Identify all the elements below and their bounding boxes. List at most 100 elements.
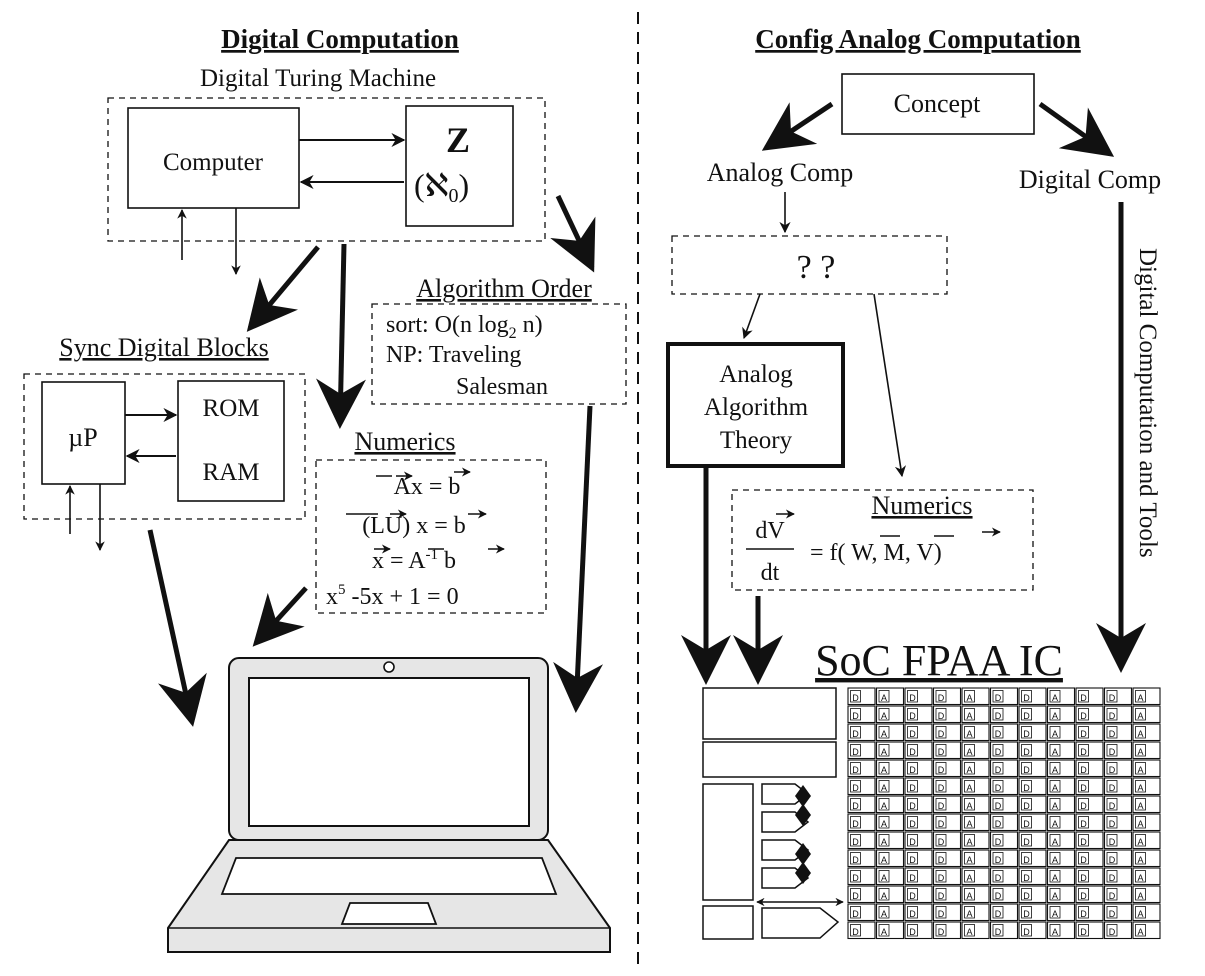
fpaa-cell-inner: [1106, 870, 1118, 883]
fpaa-cell-label: A: [881, 711, 887, 721]
fpaa-cell-inner: [1135, 816, 1146, 829]
numerics-eq3-main: x = A: [372, 548, 426, 574]
fpaa-cell-label: A: [1052, 855, 1058, 865]
fpaa-cell-inner: [1021, 690, 1032, 703]
fpaa-cell-inner: [850, 744, 861, 757]
fpaa-cell-inner: [935, 870, 947, 883]
fpaa-cell-inner: [907, 816, 918, 829]
fpaa-cell-inner: [907, 762, 918, 775]
fpaa-cell-label: D: [1080, 783, 1087, 793]
fpaa-cell-label: A: [881, 873, 887, 883]
fpaa-cell-label: A: [1052, 891, 1058, 901]
fpaa-cell-inner: [850, 924, 861, 937]
fpaa-cell-inner: [1049, 744, 1061, 757]
fpaa-cell-label: D: [1109, 909, 1116, 919]
fpaa-cell-label: A: [1052, 837, 1058, 847]
fpaa-cell-label: A: [1137, 693, 1143, 703]
fpaa-cell-inner: [992, 834, 1004, 847]
fpaa-cell-inner: [1049, 870, 1061, 883]
fpaa-cell-label: A: [966, 891, 972, 901]
tape-set-close: ): [459, 167, 470, 203]
fpaa-cell-inner: [1078, 888, 1089, 901]
fpaa-cell-label: D: [995, 693, 1002, 703]
fpaa-cell-label: D: [852, 819, 859, 829]
fpaa-cell-inner: [850, 816, 861, 829]
fpaa-cell-inner: [1106, 798, 1118, 811]
fpaa-cell-inner: [1049, 708, 1061, 721]
fpaa-cell-label: D: [852, 801, 859, 811]
fpaa-cell-inner: [878, 816, 890, 829]
fpaa-cell-inner: [964, 690, 975, 703]
fpaa-cell-inner: [1135, 852, 1146, 865]
fpaa-cell-inner: [1135, 924, 1146, 937]
arrow-numerics-to-laptop: [252, 586, 308, 647]
fpaa-cell-inner: [1135, 690, 1146, 703]
fpaa-cell-label: A: [1137, 891, 1143, 901]
fpaa-cell-inner: [850, 834, 861, 847]
arrow-turing-to-algorithm: [550, 194, 596, 273]
fpaa-cell-inner: [850, 870, 861, 883]
fpaa-cell-inner: [878, 798, 890, 811]
arrow-turing-to-sync: [246, 245, 320, 332]
fpaa-cell-inner: [878, 708, 890, 721]
fpaa-cell-label: A: [966, 693, 972, 703]
fpaa-cell-inner: [1049, 726, 1061, 739]
fpaa-cell-label: D: [852, 909, 859, 919]
fpaa-cell-inner: [992, 708, 1004, 721]
fpaa-cell-inner: [850, 888, 861, 901]
fpaa-cell-label: A: [881, 927, 887, 937]
fpaa-cell-inner: [1049, 924, 1061, 937]
fpaa-cell-inner: [1078, 690, 1089, 703]
fpaa-cell-label: D: [909, 801, 916, 811]
fpaa-cell-label: D: [995, 927, 1002, 937]
fpaa-cell-inner: [1078, 708, 1089, 721]
fpaa-cell-inner: [964, 798, 975, 811]
fpaa-cell-inner: [878, 924, 890, 937]
fpaa-cell-label: D: [995, 747, 1002, 757]
fpaa-cell-inner: [964, 870, 975, 883]
fpaa-cell-inner: [907, 906, 918, 919]
fpaa-cell-inner: [1135, 798, 1146, 811]
memory-box: [177, 380, 285, 502]
fpaa-cell-inner: [1021, 924, 1032, 937]
fpaa-cell-label: D: [938, 693, 945, 703]
fpaa-cell-inner: [850, 726, 861, 739]
fpaa-cell-label: D: [1080, 909, 1087, 919]
fpaa-cell-inner: [992, 816, 1004, 829]
numerics-right-box: [731, 489, 1034, 591]
numerics-eq1: Ax = b: [394, 474, 461, 500]
fpaa-cell-inner: [1021, 708, 1032, 721]
fpaa-cell-label: D: [1080, 747, 1087, 757]
fpaa-cell-label: A: [881, 783, 887, 793]
fpaa-cell-inner: [907, 924, 918, 937]
analog-theory-line2: Algorithm: [704, 394, 809, 421]
numerics-eq2: (LU) x = b: [362, 513, 466, 539]
fpaa-cell-label: D: [1080, 729, 1087, 739]
soc-label: SoC FPAA IC: [815, 636, 1063, 685]
fpaa-cell-inner: [935, 924, 947, 937]
fpaa-cell-inner: [878, 780, 890, 793]
fpaa-cell-inner: [935, 906, 947, 919]
fpaa-cell-inner: [964, 780, 975, 793]
fpaa-cell-label: D: [1023, 891, 1030, 901]
fpaa-cell-label: D: [995, 711, 1002, 721]
fpaa-cell-label: D: [1109, 693, 1116, 703]
fpaa-cell-label: D: [995, 891, 1002, 901]
fpaa-cell-label: D: [909, 891, 916, 901]
fpaa-cell-label: A: [966, 747, 972, 757]
turing-label: Digital Turing Machine: [200, 65, 436, 92]
fpaa-cell-label: D: [1109, 819, 1116, 829]
fpaa-cell-inner: [992, 906, 1004, 919]
fpaa-cell-label: A: [966, 855, 972, 865]
numerics-right-den: dt: [761, 560, 780, 586]
fpaa-cell-inner: [964, 726, 975, 739]
algorithm-line1-main: sort: O(n log: [386, 312, 509, 338]
algorithm-line2: NP: Traveling: [386, 342, 521, 368]
fpaa-cell-inner: [1021, 726, 1032, 739]
fpaa-cell-inner: [992, 852, 1004, 865]
fpaa-cell-label: A: [881, 729, 887, 739]
fpaa-cell-label: D: [938, 909, 945, 919]
fpaa-cell-label: D: [1080, 891, 1087, 901]
left-heading: Digital Computation: [221, 24, 459, 54]
fpaa-cell-label: A: [881, 801, 887, 811]
